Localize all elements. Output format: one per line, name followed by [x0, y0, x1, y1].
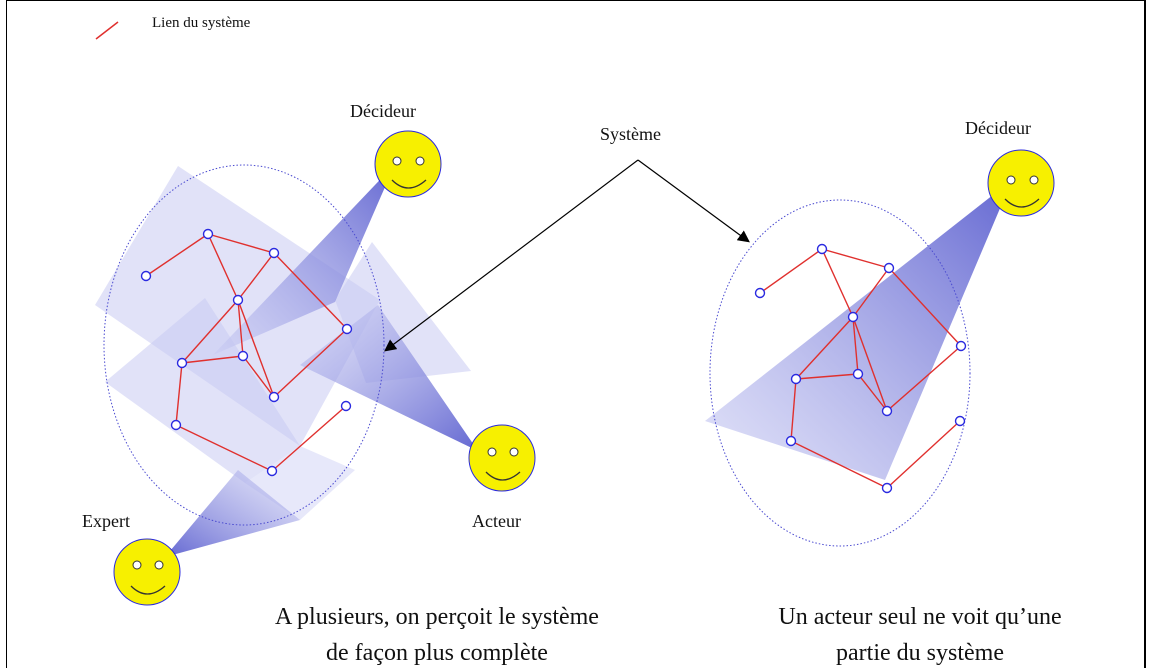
- node: [790, 373, 802, 385]
- arrow-to-left-system: [384, 159, 639, 352]
- link: [821, 248, 890, 269]
- decideur-right-view-cone: [705, 180, 1012, 480]
- smiley-icon-acteur: [468, 424, 536, 492]
- link: [852, 316, 888, 412]
- left-perception-plane-mid: [105, 298, 300, 483]
- legend-link-swatch: [95, 21, 119, 40]
- label-decideur-left: Décideur: [350, 101, 416, 121]
- link: [886, 345, 962, 412]
- node: [202, 228, 214, 240]
- link: [237, 252, 275, 301]
- link: [207, 233, 239, 301]
- caption-left-line1: A plusieurs, on perçoit le système: [275, 604, 599, 630]
- left-system-boundary: [103, 164, 385, 526]
- link: [181, 299, 239, 364]
- right-system-links: [759, 248, 962, 489]
- node: [847, 311, 859, 323]
- acteur-view-cone: [300, 305, 478, 451]
- left-perception-plane-top: [95, 166, 380, 446]
- node: [883, 262, 895, 274]
- link: [759, 248, 823, 294]
- left-system-nodes: [140, 228, 353, 477]
- node: [954, 415, 966, 427]
- legend-label: Lien du système: [152, 15, 251, 31]
- link: [271, 405, 347, 472]
- link: [237, 299, 275, 398]
- link: [790, 440, 888, 489]
- label-decideur-right: Décideur: [965, 118, 1031, 138]
- right-system-boundary: [709, 199, 971, 547]
- link: [175, 424, 273, 472]
- node: [785, 435, 797, 447]
- node: [816, 243, 828, 255]
- caption-right-line2: partie du système: [836, 640, 1004, 666]
- link: [886, 420, 961, 489]
- caption-right-line1: Un acteur seul ne voit qu’une: [778, 604, 1061, 630]
- arrow-to-right-system: [637, 159, 750, 243]
- link: [795, 316, 854, 380]
- right-system: [705, 180, 1012, 547]
- right-system-nodes: [754, 243, 967, 494]
- expert-view-cone: [165, 470, 300, 557]
- figure-frame: [6, 0, 1146, 668]
- node: [955, 340, 967, 352]
- systeme-arrows: [384, 159, 750, 352]
- link: [888, 267, 962, 347]
- link: [207, 233, 275, 254]
- link: [145, 233, 209, 277]
- link: [181, 355, 244, 364]
- link: [857, 373, 888, 412]
- node: [340, 400, 352, 412]
- node: [754, 287, 766, 299]
- link: [273, 252, 348, 330]
- node: [852, 368, 864, 380]
- link: [273, 328, 348, 398]
- caption-left-line2: de façon plus complète: [326, 640, 548, 666]
- node: [176, 357, 188, 369]
- left-system: [95, 164, 478, 557]
- label-expert: Expert: [82, 511, 130, 531]
- decideur-left-view-cone: [213, 164, 395, 355]
- node: [341, 323, 353, 335]
- link: [821, 248, 854, 318]
- node: [232, 294, 244, 306]
- node: [237, 350, 249, 362]
- label-acteur: Acteur: [472, 511, 521, 531]
- smiley-icon-decideur-right: [987, 149, 1055, 217]
- link: [790, 378, 797, 442]
- node: [268, 391, 280, 403]
- left-system-links: [145, 233, 348, 472]
- link: [852, 316, 859, 375]
- node: [881, 482, 893, 494]
- node: [266, 465, 278, 477]
- link: [852, 267, 890, 318]
- link: [237, 299, 244, 357]
- node: [170, 419, 182, 431]
- node: [140, 270, 152, 282]
- smiley-icon-expert: [113, 538, 181, 606]
- smiley-icon-decideur-left: [374, 130, 442, 198]
- link: [795, 373, 859, 380]
- legend: Lien du système: [95, 15, 251, 40]
- link: [242, 355, 275, 398]
- label-systeme: Système: [600, 124, 661, 144]
- node: [881, 405, 893, 417]
- node: [268, 247, 280, 259]
- link: [175, 362, 183, 426]
